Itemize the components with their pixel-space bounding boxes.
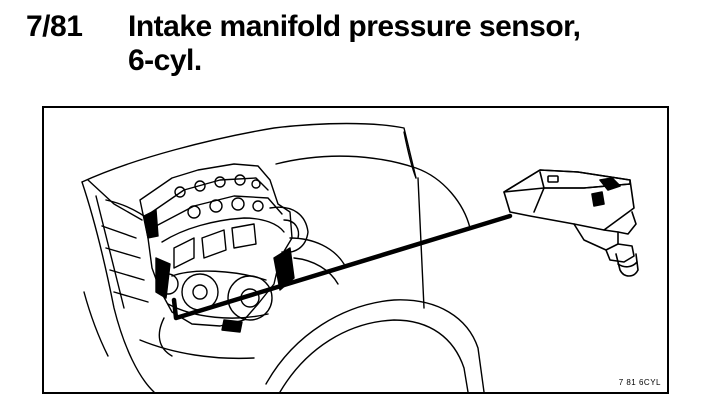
pressure-sensor-illustration bbox=[503, 169, 639, 277]
page-title-line-2: 6-cyl. bbox=[128, 44, 202, 77]
car-body-outline bbox=[81, 122, 485, 392]
figure-frame: 7 81 6CYL bbox=[42, 106, 669, 394]
pointer-line bbox=[171, 213, 513, 321]
page-title-line-1: Intake manifold pressure sensor, bbox=[128, 10, 581, 43]
engine-illustration bbox=[139, 163, 345, 357]
section-ref-number: 7/81 bbox=[26, 10, 83, 43]
page-title: Intake manifold pressure sensor, 6-cyl. bbox=[128, 10, 668, 78]
engine-bay-drawing bbox=[81, 122, 639, 392]
figure-code: 7 81 6CYL bbox=[618, 378, 661, 387]
